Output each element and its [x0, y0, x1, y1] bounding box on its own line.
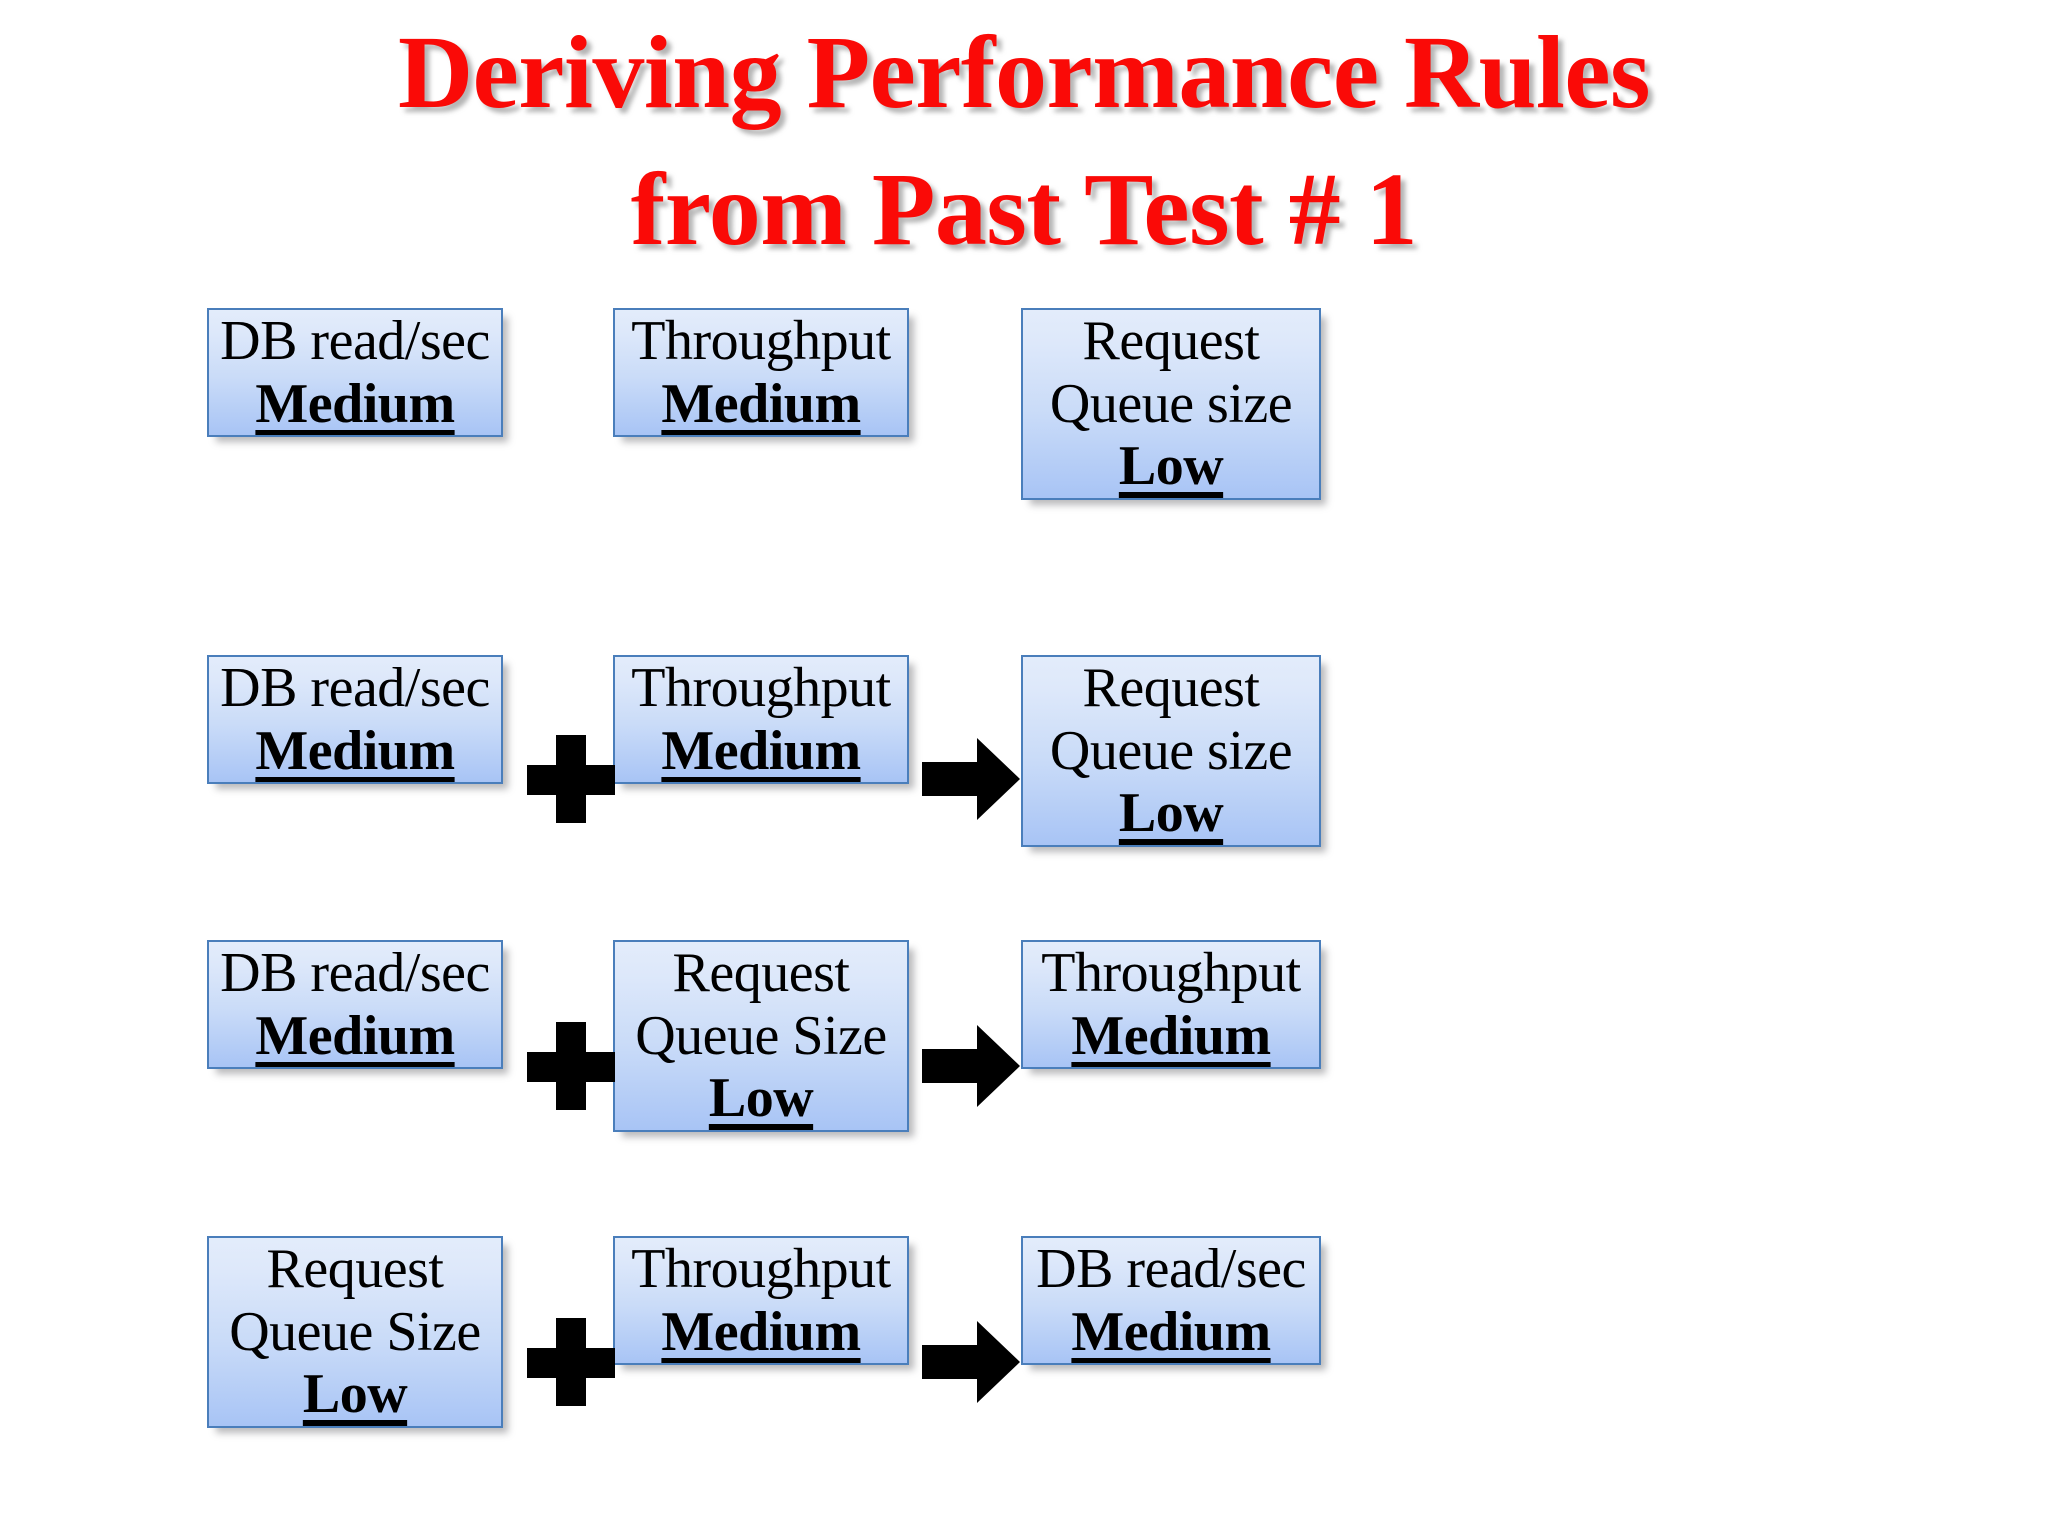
- metric-value: Low: [708, 1067, 814, 1130]
- metric-label: Request: [672, 942, 850, 1004]
- metric-label: Queue size: [1049, 719, 1293, 782]
- metric-label: Queue size: [1049, 372, 1293, 435]
- right-arrow-icon: [922, 1023, 1020, 1109]
- metric-value: Medium: [255, 719, 455, 782]
- metric-label: Queue Size: [635, 1004, 887, 1067]
- metric-label: DB read/sec: [220, 942, 490, 1004]
- metric-value: Medium: [1071, 1300, 1271, 1363]
- right-arrow-icon: [922, 736, 1020, 822]
- metric-label: DB read/sec: [220, 310, 490, 372]
- metric-label: Queue Size: [229, 1300, 481, 1363]
- metric-value: Low: [1118, 435, 1224, 498]
- metric-value: Medium: [661, 372, 861, 435]
- plus-icon: [527, 1022, 615, 1110]
- metric-value: Medium: [255, 372, 455, 435]
- metric-label: DB read/sec: [220, 657, 490, 719]
- metric-label: Throughput: [631, 657, 891, 719]
- metric-label: Request: [1082, 657, 1260, 719]
- metric-value: Low: [1118, 782, 1224, 845]
- metric-label: Request: [266, 1238, 444, 1300]
- plus-icon-vertical-bar: [556, 1022, 586, 1110]
- metric-label: DB read/sec: [1036, 1238, 1306, 1300]
- plus-icon-vertical-bar: [556, 735, 586, 823]
- metric-label: Throughput: [631, 1238, 891, 1300]
- plus-icon-vertical-bar: [556, 1317, 586, 1406]
- plus-icon: [527, 735, 615, 823]
- metric-value: Medium: [255, 1004, 455, 1067]
- metric-value: Medium: [1071, 1004, 1271, 1067]
- metric-label: Throughput: [1041, 942, 1301, 1004]
- metric-value: Medium: [661, 719, 861, 782]
- metric-label: Request: [1082, 310, 1260, 372]
- plus-icon: [527, 1317, 615, 1406]
- slide-title: Deriving Performance Rules from Past Tes…: [398, 15, 1650, 268]
- metric-value: Low: [302, 1363, 408, 1426]
- metric-label: Throughput: [631, 310, 891, 372]
- right-arrow-icon: [922, 1319, 1020, 1405]
- metric-value: Medium: [661, 1300, 861, 1363]
